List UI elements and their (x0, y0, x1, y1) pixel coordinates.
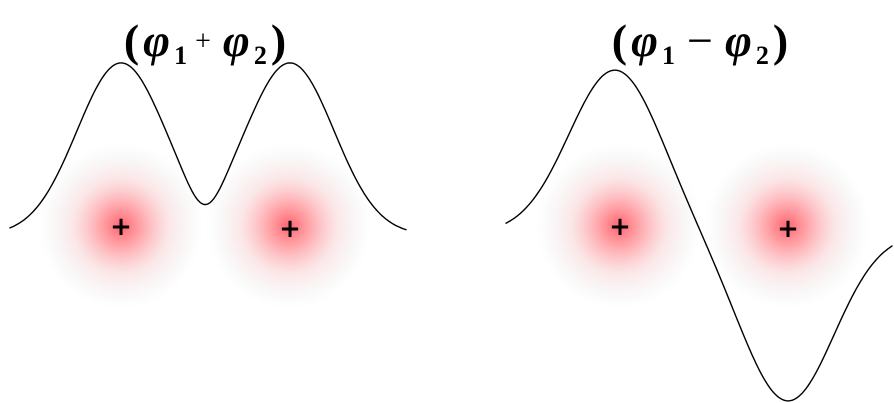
antibonding-nucleus-1-label: + (609, 212, 631, 242)
antibonding-close-paren: ) (773, 15, 788, 66)
bonding-formula: ( φ 1 + φ 2 ) (124, 15, 286, 70)
antibonding-panel: ( φ 1 − φ 2 ) + + (506, 15, 892, 401)
antibonding-nucleus-2-label: + (777, 214, 799, 244)
bonding-open-paren: ( (124, 15, 139, 66)
bonding-close-paren: ) (271, 15, 286, 66)
bonding-phi2-symbol: φ (223, 15, 250, 66)
antibonding-minus-operator: − (687, 15, 713, 66)
antibonding-phi1-symbol: φ (631, 15, 658, 66)
bonding-nucleus-1-label: + (110, 212, 132, 242)
antibonding-phi2-subscript: 2 (756, 41, 769, 70)
bonding-phi1-symbol: φ (143, 15, 170, 66)
antibonding-phi1-subscript: 1 (662, 41, 675, 70)
bonding-panel: ( φ 1 + φ 2 ) + + (10, 15, 406, 309)
bonding-phi1-subscript: 1 (174, 41, 187, 70)
bonding-phi2-subscript: 2 (254, 41, 267, 70)
bonding-nucleus-2-label: + (279, 214, 301, 244)
antibonding-formula: ( φ 1 − φ 2 ) (612, 15, 788, 70)
antibonding-open-paren: ( (612, 15, 627, 66)
bonding-plus-operator: + (195, 26, 211, 57)
antibonding-phi2-symbol: φ (725, 15, 752, 66)
